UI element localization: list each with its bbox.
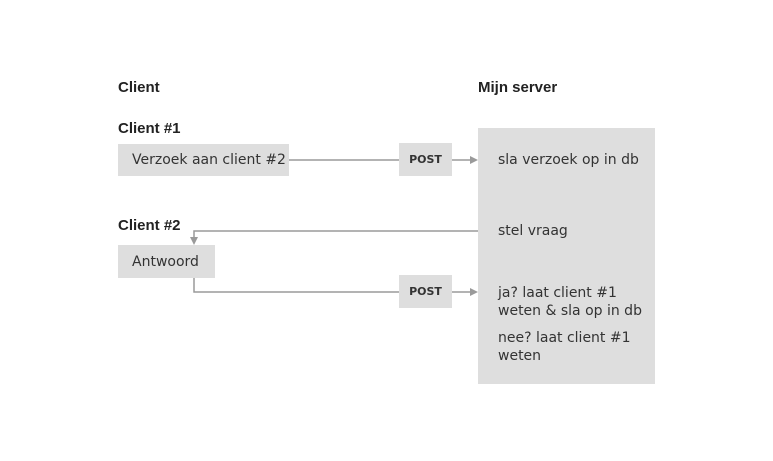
server-yes-text-line1: ja? laat client #1 — [498, 285, 617, 301]
server-no-text-line1: nee? laat client #1 — [498, 330, 631, 346]
client1-heading: Client #1 — [118, 120, 181, 137]
connector-server-to-client2 — [193, 230, 478, 237]
server-column-heading: Mijn server — [478, 79, 558, 96]
server-store-request-text: sla verzoek op in db — [498, 152, 639, 168]
client1-request-box: Verzoek aan client #2 — [118, 144, 289, 176]
client-column-heading: Client — [118, 79, 160, 96]
post-label-request: POST — [399, 143, 452, 176]
client2-answer-label: Antwoord — [132, 253, 199, 270]
server-ask-question-text: stel vraag — [498, 223, 568, 239]
connector-answer-to-post — [193, 278, 399, 293]
post-label-answer: POST — [399, 275, 452, 308]
server-box — [478, 128, 655, 384]
server-yes-text-line2: weten & sla op in db — [498, 303, 642, 319]
client2-answer-box: Antwoord — [118, 245, 215, 278]
client2-heading: Client #2 — [118, 217, 181, 234]
server-no-text-line2: weten — [498, 348, 542, 364]
arrowhead-post1-to-server — [470, 156, 478, 164]
arrowhead-to-client2 — [190, 237, 198, 245]
arrowhead-post2-to-server — [470, 288, 478, 296]
client1-request-label: Verzoek aan client #2 — [132, 152, 286, 168]
